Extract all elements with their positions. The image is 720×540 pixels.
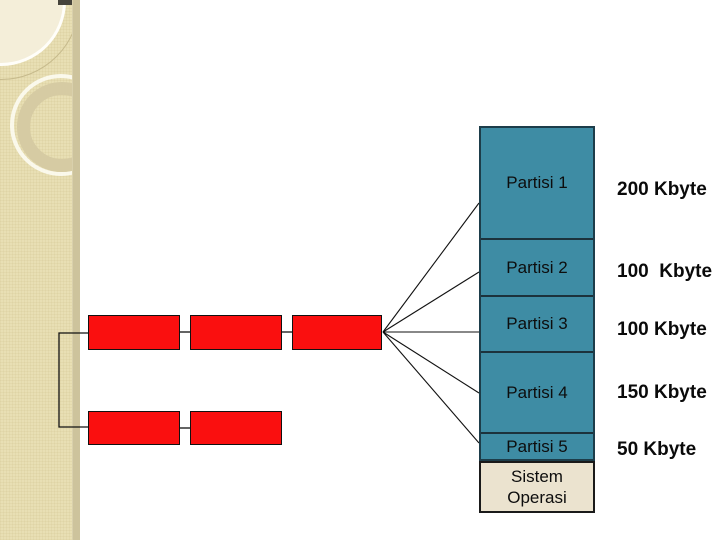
partition-size-label-2: 100 Kbyte [617,261,713,282]
fan-line-partisi-5 [382,331,480,444]
memory-block-4 [88,411,180,445]
partition-label: Partisi 5 [506,436,568,456]
partition-size-label-3: 100 Kbyte [617,319,707,340]
partition-section-3: Partisi 3 [481,295,593,351]
top-edge-mark [58,0,73,5]
partition-label: Partisi 3 [506,314,568,333]
partition-label: Partisi 1 [506,173,568,192]
partition-size-label-5: 50 Kbyte [617,439,697,460]
sidebar-decoration [0,0,80,540]
partition-column: Partisi 1 Partisi 2 Partisi 3 Partisi 4 … [479,126,595,461]
memory-block-3 [292,315,382,350]
memory-block-1 [88,315,180,350]
partition-label: Partisi 4 [506,382,568,402]
sidebar-edge-strip [72,0,80,540]
partition-section-2: Partisi 2 [481,238,593,295]
bracket-line [58,332,88,428]
partition-size-label-1: 200 Kbyte [617,179,707,200]
partition-section-1: Partisi 1 [481,128,593,238]
fan-line-partisi-2 [382,271,480,333]
fan-line-partisi-4 [382,331,480,394]
os-box-label: Sistem Operasi [507,466,567,507]
partition-section-4: Partisi 4 [481,351,593,432]
partition-label: Partisi 2 [506,257,568,277]
fan-line-partisi-1 [382,202,480,333]
partition-section-5: Partisi 5 [481,432,593,459]
os-box: Sistem Operasi [479,461,595,513]
partition-size-label-4: 150 Kbyte [617,382,707,403]
memory-block-5 [190,411,282,445]
memory-block-2 [190,315,282,350]
